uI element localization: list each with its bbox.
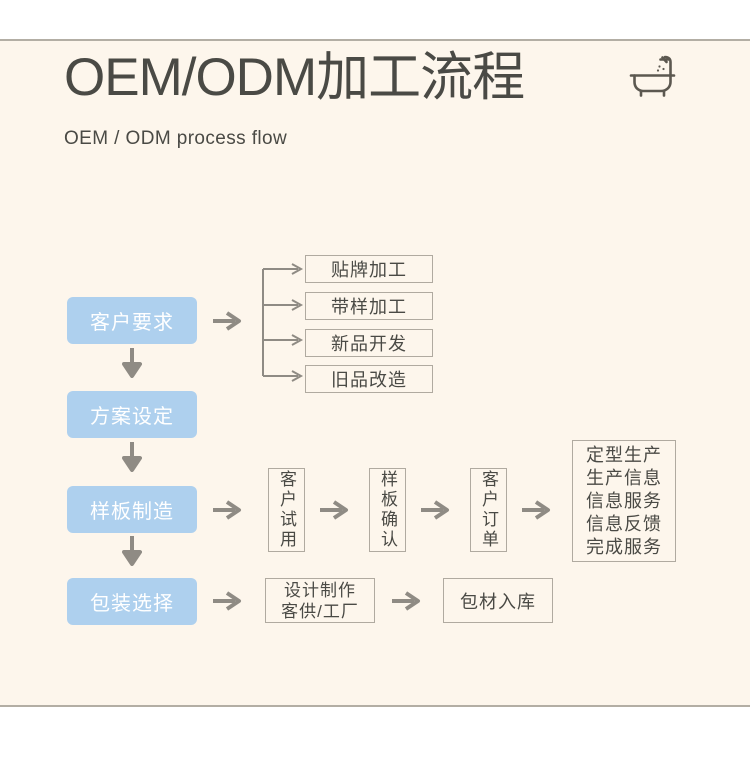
stage-box-plan-setting[interactable]: 方案设定 bbox=[67, 391, 197, 438]
arrow-right-icon bbox=[522, 500, 552, 520]
page-subtitle: OEM / ODM process flow bbox=[64, 128, 288, 149]
packaging-line: 客供/工厂 bbox=[281, 601, 359, 621]
production-line: 完成服务 bbox=[586, 536, 662, 557]
sample-label: 样板确认 bbox=[378, 470, 397, 550]
packaging-box-design-production[interactable]: 设计制作 客供/工厂 bbox=[265, 578, 375, 623]
stage-label: 样板制造 bbox=[90, 501, 174, 523]
arrow-right-icon bbox=[213, 311, 243, 331]
arrow-right-icon bbox=[392, 591, 422, 611]
header: OEM/ODM加工流程 bbox=[64, 46, 686, 151]
packaging-box-material-warehousing[interactable]: 包材入库 bbox=[443, 578, 553, 623]
sample-label: 客户试用 bbox=[277, 470, 296, 550]
page-title: OEM/ODM加工流程 bbox=[64, 48, 525, 107]
branch-box-oem-processing[interactable]: 贴牌加工 bbox=[305, 255, 433, 283]
sample-box-customer-order[interactable]: 客户订单 bbox=[470, 468, 507, 552]
branch-box-new-product-development[interactable]: 新品开发 bbox=[305, 329, 433, 357]
arrow-right-icon bbox=[421, 500, 451, 520]
arrow-down-icon bbox=[122, 536, 142, 566]
branch-label: 旧品改造 bbox=[331, 370, 407, 390]
packaging-line: 包材入库 bbox=[460, 591, 536, 612]
production-line: 信息服务 bbox=[586, 490, 662, 511]
branch-label: 贴牌加工 bbox=[331, 260, 407, 280]
arrow-right-icon bbox=[213, 500, 243, 520]
stage-label: 客户要求 bbox=[90, 312, 174, 334]
arrow-right-icon bbox=[320, 500, 350, 520]
sample-label: 客户订单 bbox=[479, 470, 498, 550]
bathtub-shower-icon bbox=[624, 51, 678, 105]
arrow-right-icon bbox=[213, 591, 243, 611]
stage-box-packaging-selection[interactable]: 包装选择 bbox=[67, 578, 197, 625]
branch-box-old-product-renovation[interactable]: 旧品改造 bbox=[305, 365, 433, 393]
production-line: 定型生产 bbox=[586, 444, 662, 465]
production-service-box[interactable]: 定型生产 生产信息 信息服务 信息反馈 完成服务 bbox=[572, 440, 676, 562]
sample-box-customer-trial[interactable]: 客户试用 bbox=[268, 468, 305, 552]
arrow-down-icon bbox=[122, 348, 142, 378]
stage-box-sample-manufacture[interactable]: 样板制造 bbox=[67, 486, 197, 533]
packaging-line: 设计制作 bbox=[284, 580, 356, 600]
sample-box-sample-confirmation[interactable]: 样板确认 bbox=[369, 468, 406, 552]
branch-label: 新品开发 bbox=[331, 334, 407, 354]
branch-box-sample-processing[interactable]: 带样加工 bbox=[305, 292, 433, 320]
production-line: 信息反馈 bbox=[586, 513, 662, 534]
arrow-down-icon bbox=[122, 442, 142, 472]
stage-box-customer-requirement[interactable]: 客户要求 bbox=[67, 297, 197, 344]
branch-bracket-connector bbox=[260, 252, 308, 387]
production-line: 生产信息 bbox=[586, 467, 662, 488]
title-row: OEM/ODM加工流程 bbox=[64, 46, 686, 110]
stage-label: 方案设定 bbox=[90, 406, 174, 428]
branch-label: 带样加工 bbox=[331, 297, 407, 317]
stage-label: 包装选择 bbox=[90, 593, 174, 615]
